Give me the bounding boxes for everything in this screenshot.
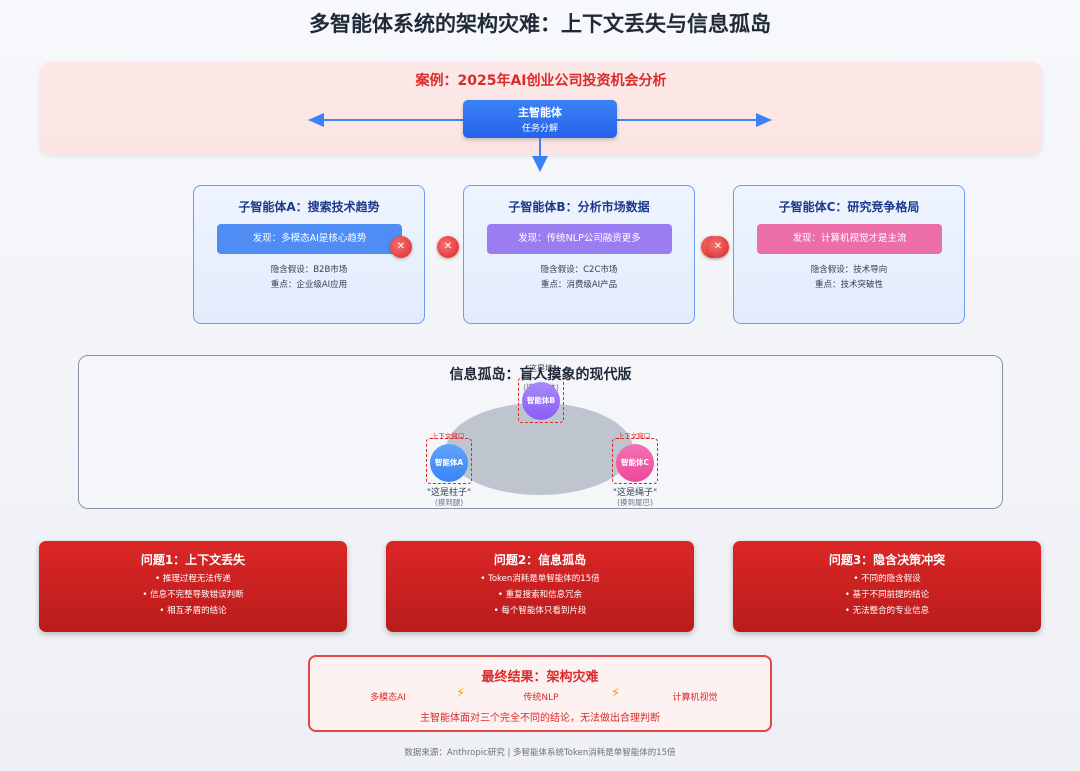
assumption-text: 隐含假设：技术导向 — [810, 265, 888, 275]
island-title: 信息孤岛：盲人摸象的现代版 — [449, 367, 632, 383]
problem-line: • 无法整合的专业信息 — [844, 606, 930, 616]
focus-text: 重点：企业级AI应用 — [270, 280, 348, 290]
final-item: 计算机视觉 — [672, 693, 718, 703]
problem-line: • 重复搜索和信息冗余 — [497, 590, 583, 600]
problem-line: • Token消耗是单智能体的15倍 — [480, 574, 600, 584]
main-agent-role: 任务分解 — [521, 124, 558, 134]
finding-badge: 发现：多模态AI是核心趋势 — [217, 224, 402, 254]
agent-c-touch: (摸到尾巴) — [617, 498, 653, 507]
context-window-box — [518, 377, 564, 423]
assumption-text: 隐含假设：B2B市场 — [270, 265, 348, 275]
final-title: 最终结果：架构灾难 — [481, 670, 599, 685]
problem-card-2: 问题2：信息孤岛 • Token消耗是单智能体的15倍 • 重复搜索和信息冗余 … — [386, 541, 694, 632]
final-item: 多模态AI — [370, 693, 406, 703]
problem-title: 问题3：隐含决策冲突 — [828, 553, 946, 567]
agent-c-circle[interactable]: 智能体C — [616, 444, 654, 482]
sub-agent-title: 子智能体A：搜索技术趋势 — [238, 200, 380, 214]
problem-title: 问题2：信息孤岛 — [493, 553, 587, 567]
sub-agent-title: 子智能体C：研究竞争格局 — [778, 200, 920, 214]
x-circle-icon: ✕ — [437, 236, 459, 258]
problem-line: • 不同的隐含假设 — [853, 574, 921, 584]
context-window-label: 上下文窗口 — [617, 432, 651, 440]
source-note: 数据来源：Anthropic研究 | 多智能体系统Token消耗是单智能体的15… — [404, 748, 676, 758]
focus-text: 重点：技术突破性 — [814, 280, 883, 290]
x-circle-icon: ✕ — [390, 236, 412, 258]
problem-card-1: 问题1：上下文丢失 • 推理过程无法传递 • 信息不完整导致错误判断 • 相互矛… — [39, 541, 347, 632]
main-agent-box[interactable]: 主智能体 任务分解 — [463, 100, 617, 138]
lightning-icon: ⚡ — [611, 686, 621, 701]
lightning-icon: ⚡ — [456, 686, 466, 701]
problem-title: 问题1：上下文丢失 — [140, 553, 246, 567]
focus-text: 重点：消费级AI产品 — [540, 280, 618, 290]
agent-b-quote: "这是墙" — [525, 364, 557, 373]
context-window-box — [426, 438, 472, 484]
problem-card-3: 问题3：隐含决策冲突 • 不同的隐含假设 • 基于不同前提的结论 • 无法整合的… — [733, 541, 1041, 632]
split-arrows — [308, 113, 772, 127]
final-summary: 主智能体面对三个完全不同的结论，无法做出合理判断 — [420, 713, 660, 724]
finding-badge: 发现：传统NLP公司融资更多 — [487, 224, 672, 254]
agent-a-quote: "这是柱子" — [426, 488, 472, 498]
context-window-box — [612, 438, 658, 484]
problem-line: • 基于不同前提的结论 — [844, 590, 930, 600]
sub-agent-b[interactable]: 子智能体B：分析市场数据 发现：传统NLP公司融资更多 隐含假设：C2C市场 重… — [463, 185, 695, 324]
agent-b-circle[interactable]: 智能体B — [522, 382, 560, 420]
page-title: 多智能体系统的架构灾难：上下文丢失与信息孤岛 — [309, 12, 771, 36]
agent-c-quote: "这是绳子" — [612, 488, 658, 498]
finding-badge: 发现：计算机视觉才是主流 — [757, 224, 942, 254]
problem-line: • 信息不完整导致错误判断 — [142, 590, 244, 600]
context-window-label: 上下文窗口 — [431, 432, 465, 440]
sub-agent-c[interactable]: 子智能体C：研究竞争格局 发现：计算机视觉才是主流 隐含假设：技术导向 重点：技… — [733, 185, 965, 324]
main-agent-name: 主智能体 — [518, 106, 562, 119]
assumption-text: 隐含假设：C2C市场 — [540, 265, 618, 275]
final-item: 传统NLP — [523, 693, 559, 703]
problem-line: • 每个智能体只看到片段 — [493, 606, 587, 616]
agent-a-touch: (摸到腿) — [434, 498, 464, 507]
case-title: 案例：2025年AI创业公司投资机会分析 — [415, 73, 667, 89]
final-result-box: 最终结果：架构灾难 多模态AI ⚡ 传统NLP ⚡ 计算机视觉 主智能体面对三个… — [308, 655, 772, 732]
sub-agent-a[interactable]: 子智能体A：搜索技术趋势 发现：多模态AI是核心趋势 隐含假设：B2B市场 重点… — [193, 185, 425, 324]
problem-line: • 推理过程无法传递 — [155, 574, 231, 584]
x-circle-icon: ✕ — [707, 236, 729, 258]
problem-line: • 相互矛盾的结论 — [159, 606, 227, 616]
down-arrow-icon — [532, 138, 548, 172]
sub-agent-title: 子智能体B：分析市场数据 — [508, 200, 650, 214]
agent-a-circle[interactable]: 智能体A — [430, 444, 468, 482]
info-island-panel: "这是墙" (摸到身体) 智能体B 上下文窗口 智能体A "这是柱子" (摸到腿… — [78, 355, 1003, 509]
